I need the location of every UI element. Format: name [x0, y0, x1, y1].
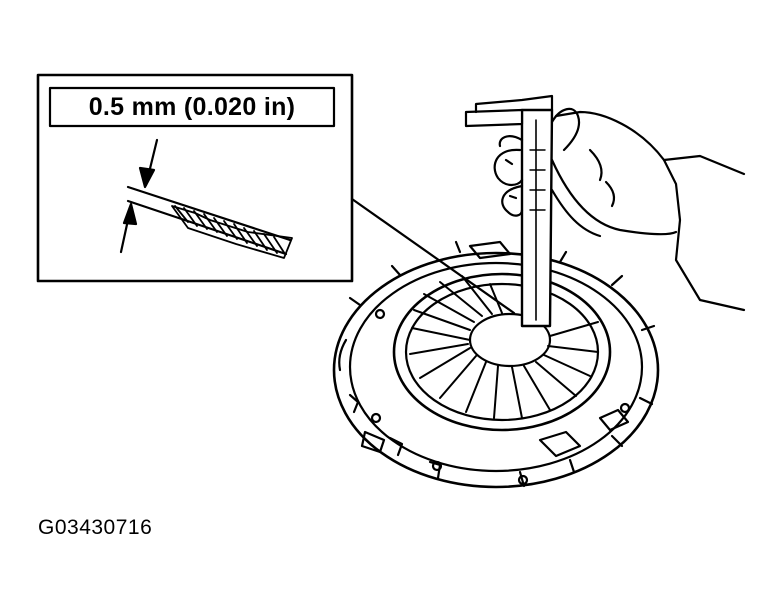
- cover-outer-rim: [332, 251, 660, 489]
- inset-frame: [36, 73, 354, 283]
- finger-section-hatch: [171, 205, 293, 259]
- clearance-spec-label: 0.5 mm (0.020 in): [88, 93, 296, 121]
- hand: [493, 107, 746, 312]
- leader-line: [350, 197, 516, 315]
- diaphragm-spring-ring: [392, 272, 612, 432]
- caliper-tool: [464, 94, 554, 328]
- diaphragm-fingers: [409, 275, 599, 419]
- inset-detail: [36, 73, 354, 283]
- pressure-plate: [332, 240, 660, 489]
- spec-label-box: [48, 86, 336, 128]
- figure-id: G03430716: [38, 516, 153, 539]
